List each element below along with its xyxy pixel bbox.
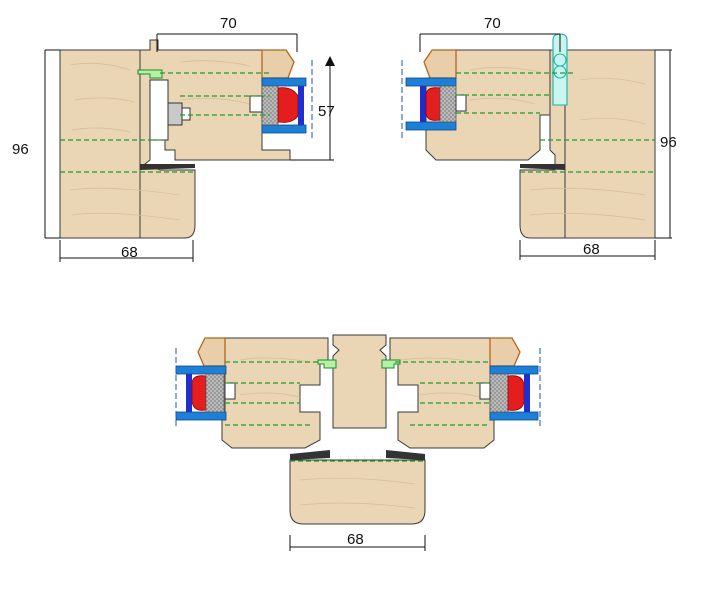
bottom-seal: [140, 164, 195, 170]
wood-grain: [69, 60, 251, 221]
gasket-bar-bottom: [489, 411, 539, 421]
wood-grain: [239, 357, 481, 509]
hinge-knuckle: [553, 65, 567, 79]
gasket-strip: [298, 86, 304, 125]
gasket-strip: [420, 86, 426, 122]
dimension-label-bottom: 68: [583, 241, 600, 258]
glazing-bead: [423, 49, 457, 79]
espagnolette-hardware: [149, 79, 169, 141]
sill-profile: [289, 459, 426, 525]
dimension-label-left: 96: [12, 141, 29, 158]
seal-core: [507, 375, 525, 411]
glazing-bead-right: [489, 337, 521, 367]
section-top-left: 70 96 68 57: [12, 15, 335, 262]
gasket-bar-top: [489, 365, 539, 375]
gasket-bar-top: [405, 77, 457, 87]
dimension-label-right: 57: [318, 103, 335, 120]
seal-core: [191, 375, 207, 411]
weatherseal-clip: [137, 69, 163, 79]
dimension-arrow: [325, 56, 335, 66]
section-bottom-meeting-stiles: 68: [175, 334, 541, 551]
dimension-label-right: 96: [660, 134, 677, 151]
glazing-bead: [261, 49, 295, 79]
spacer-block: [224, 382, 236, 400]
gasket-bar-top: [261, 77, 307, 87]
bottom-seal: [290, 450, 330, 460]
bottom-seal: [386, 450, 425, 460]
glass-spacer: [439, 85, 457, 123]
gasket-bar-top: [175, 365, 227, 375]
weatherseal-clip: [381, 359, 401, 369]
gasket-bar-bottom: [175, 411, 227, 421]
dimension-label-bottom: 68: [347, 531, 364, 548]
seal-core: [425, 87, 441, 121]
gasket-bar-bottom: [261, 124, 307, 134]
glass-spacer: [489, 373, 509, 413]
bottom-seal: [520, 164, 565, 170]
keeper-block: [167, 102, 183, 126]
wood-grain: [469, 67, 646, 221]
frame-left-post: [59, 49, 141, 239]
dimension-label-top: 70: [220, 15, 237, 32]
frame-right-post: [564, 49, 656, 239]
gasket-bar-bottom: [405, 121, 457, 131]
weatherseal-clip: [317, 359, 337, 369]
glazing-bead-left: [197, 337, 226, 367]
gasket-strip: [186, 374, 192, 412]
keeper-pin: [181, 107, 191, 121]
seal-core: [277, 87, 299, 123]
spacer-block: [249, 95, 263, 113]
mullion-profile: [332, 334, 387, 429]
glass-spacer: [261, 85, 279, 126]
gasket-strip: [524, 374, 530, 412]
spacer-block: [479, 382, 491, 400]
dimension-label-top: 70: [484, 15, 501, 32]
hinge-knuckle: [553, 53, 567, 67]
section-top-right: 70 96 68: [401, 15, 677, 260]
glass-spacer: [205, 373, 225, 413]
spacer-block: [455, 94, 467, 112]
dimension-label-bottom: 68: [121, 244, 138, 261]
